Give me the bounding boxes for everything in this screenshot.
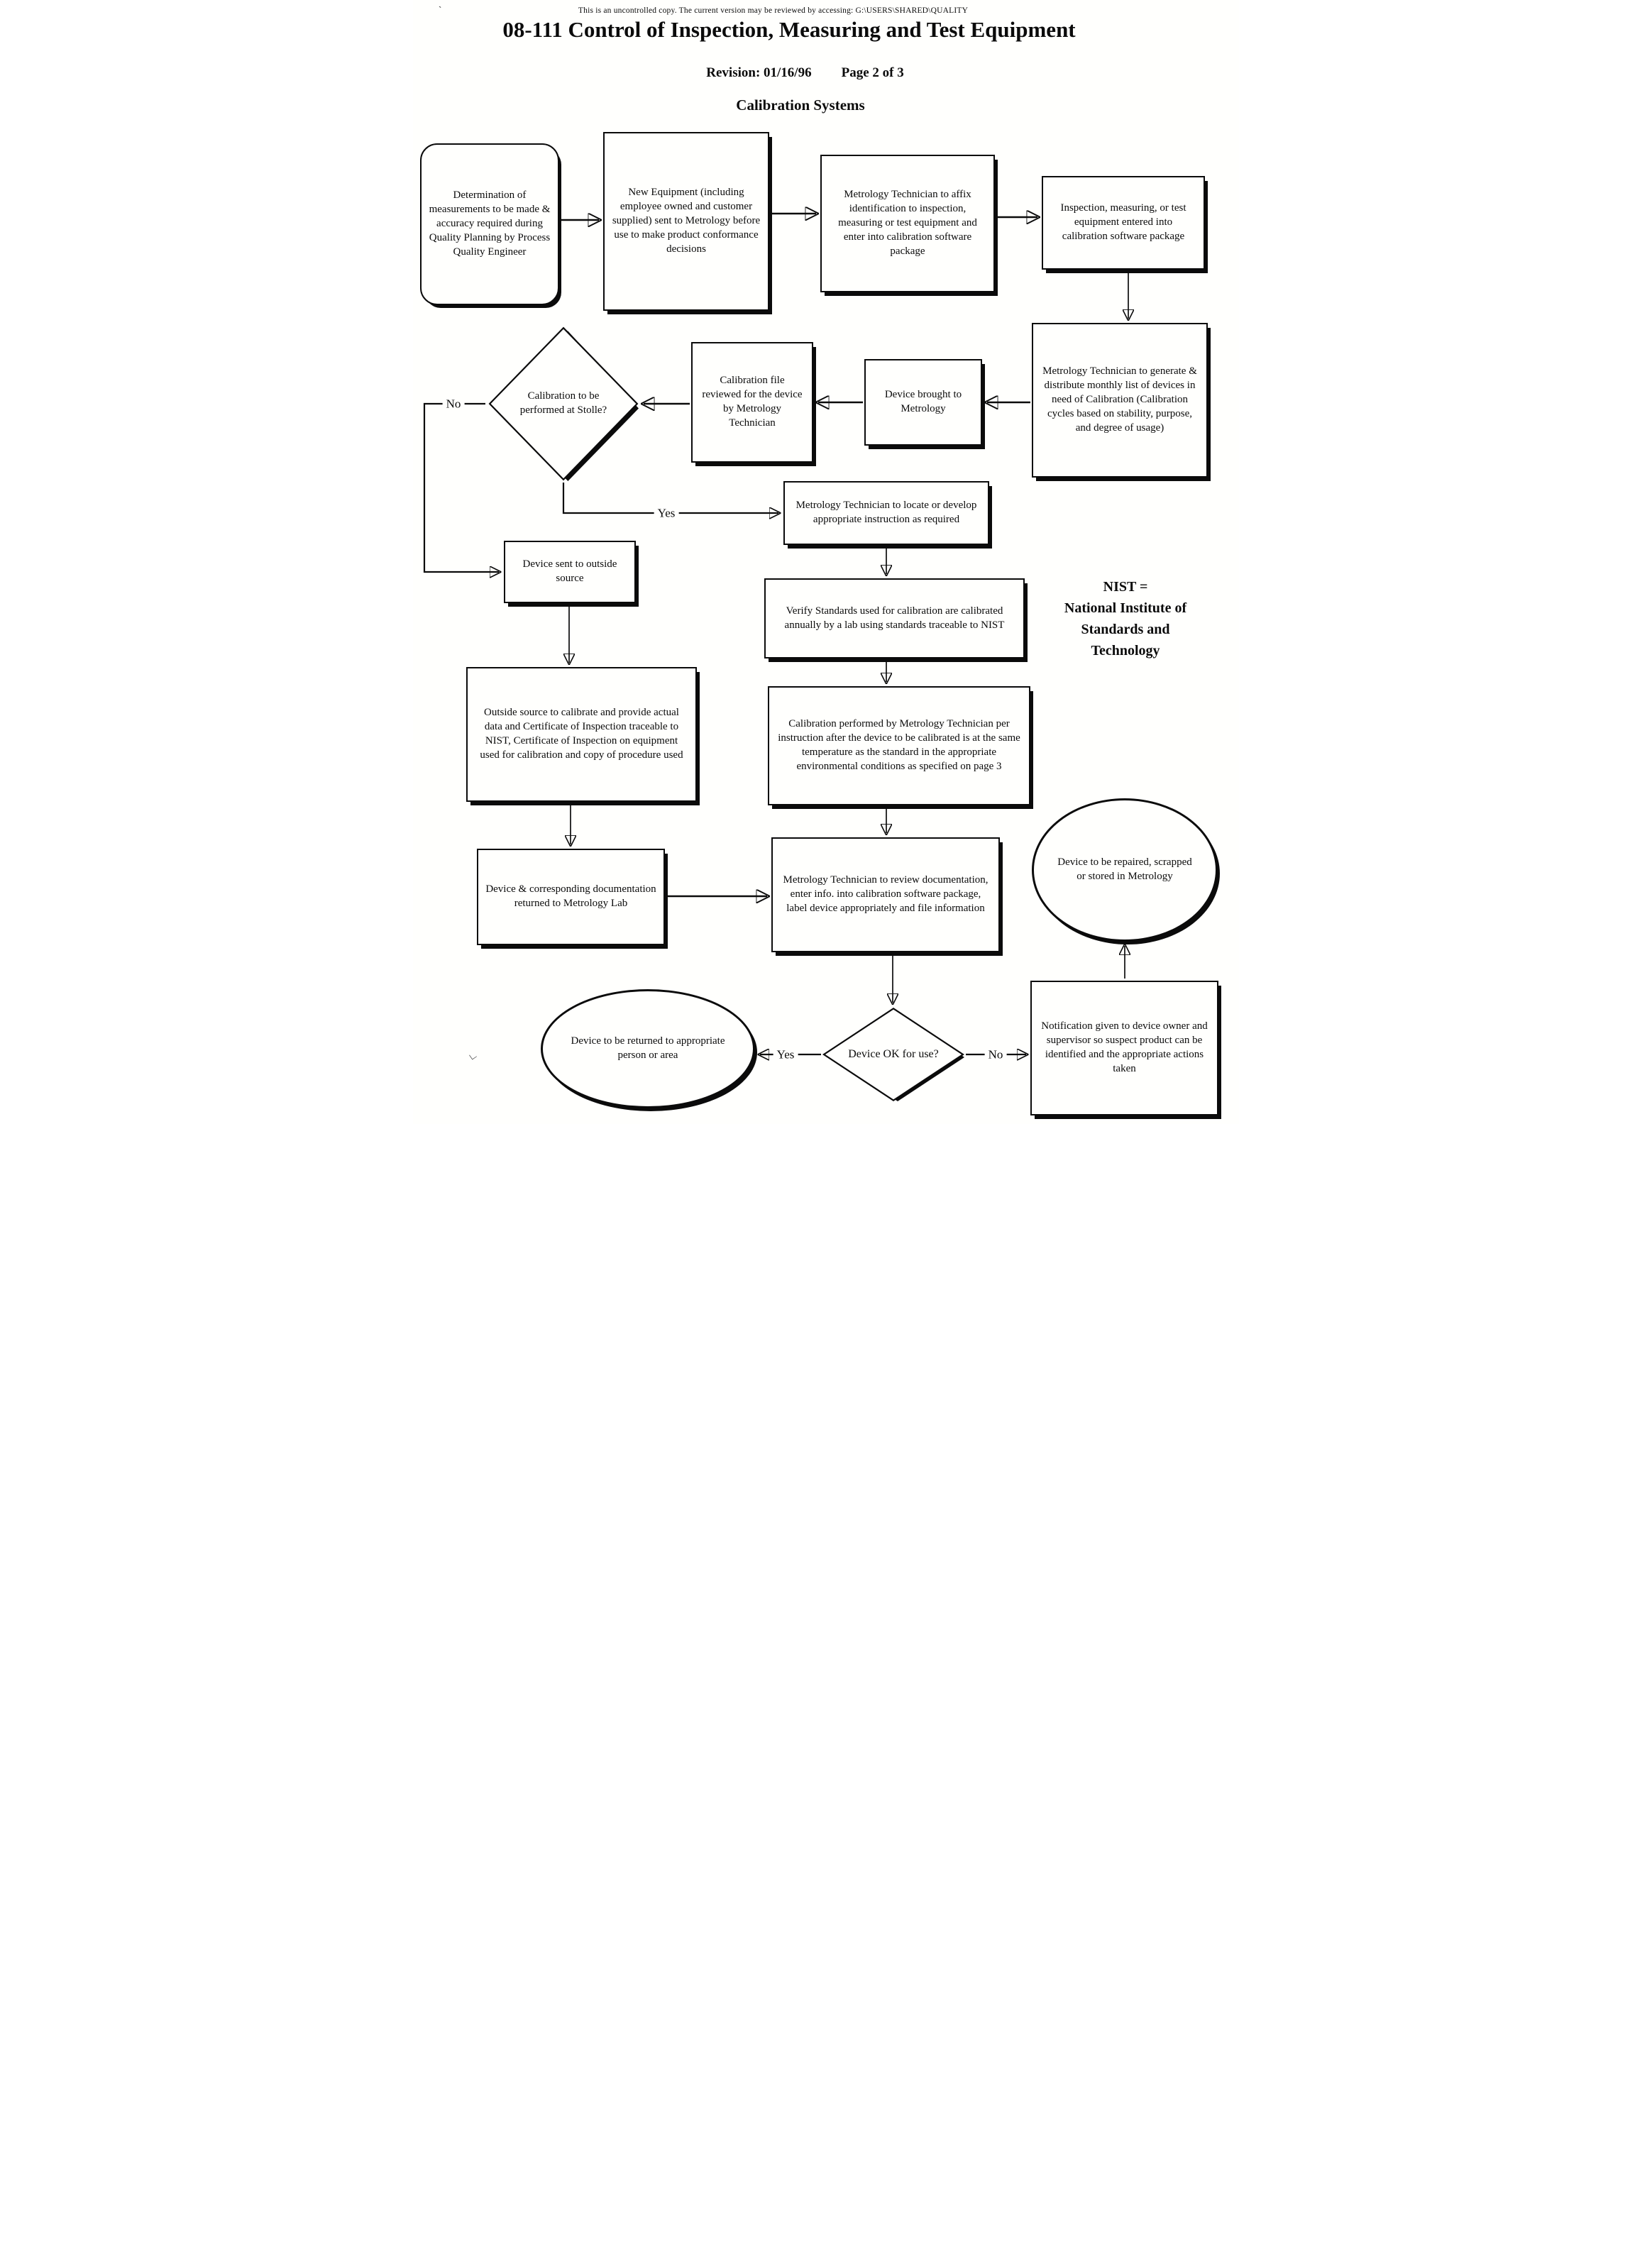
nist-note-line: National Institute of [1064,600,1187,616]
edge-label-no: No [984,1048,1007,1061]
scan-artifact-mark: ∟ [466,1048,480,1063]
node-affix-identification: Metrology Technician to affix identifica… [820,155,995,292]
nist-note-line: Standards and [1081,622,1170,637]
node-calibration-file-reviewed: Calibration file reviewed for the device… [691,342,813,463]
terminal-device-returned-person: Device to be returned to appropriate per… [541,989,755,1108]
nist-note-line: Technology [1091,643,1160,659]
node-determination: Determination of measurements to be made… [420,143,559,305]
decision-device-ok: Device OK for use? [822,1008,964,1101]
nist-definition-note: NIST = National Institute of Standards a… [1030,576,1221,661]
page-title: 08-111 Control of Inspection, Measuring … [502,17,1076,42]
page-number-label: Page 2 of 3 [841,65,904,80]
decision-text: Calibration to be performed at Stolle? [519,390,607,416]
node-device-brought: Device brought to Metrology [864,359,982,446]
edge-label-no: No [442,397,465,410]
node-outside-source-calibrate: Outside source to calibrate and provide … [466,667,697,802]
node-notification-owner: Notification given to device owner and s… [1030,981,1218,1115]
node-device-returned-lab: Device & corresponding documentation ret… [477,849,665,945]
decision-calibration-at-stolle: Calibration to be performed at Stolle? [488,326,639,481]
diamond-shape [822,1008,964,1101]
nist-note-line: NIST = [1103,579,1148,595]
node-entered-into-software: Inspection, measuring, or test equipment… [1042,176,1205,270]
diamond-shape [488,326,639,481]
uncontrolled-copy-disclaimer: This is an uncontrolled copy. The curren… [578,6,969,15]
node-calibration-performed: Calibration performed by Metrology Techn… [768,686,1030,805]
edge-label-yes: Yes [773,1048,798,1061]
decision-text: Device OK for use? [848,1048,939,1061]
terminal-device-repaired: Device to be repaired, scrapped or store… [1032,798,1218,942]
revision-label: Revision: 01/16/96 [706,65,812,80]
document-page: ` This is an uncontrolled copy. The curr… [413,0,1239,1124]
node-verify-standards: Verify Standards used for calibration ar… [764,578,1025,659]
node-locate-instruction: Metrology Technician to locate or develo… [783,481,989,545]
node-device-outside-source: Device sent to outside source [504,541,636,603]
node-new-equipment: New Equipment (including employee owned … [603,132,769,311]
scan-artifact-tick: ` [439,4,442,15]
node-monthly-list: Metrology Technician to generate & distr… [1032,323,1208,478]
node-review-documentation: Metrology Technician to review documenta… [771,837,1000,952]
diagram-subtitle: Calibration Systems [736,97,865,114]
edge-label-yes: Yes [654,507,679,519]
revision-line: Revision: 01/16/96 Page 2 of 3 [413,65,1197,81]
